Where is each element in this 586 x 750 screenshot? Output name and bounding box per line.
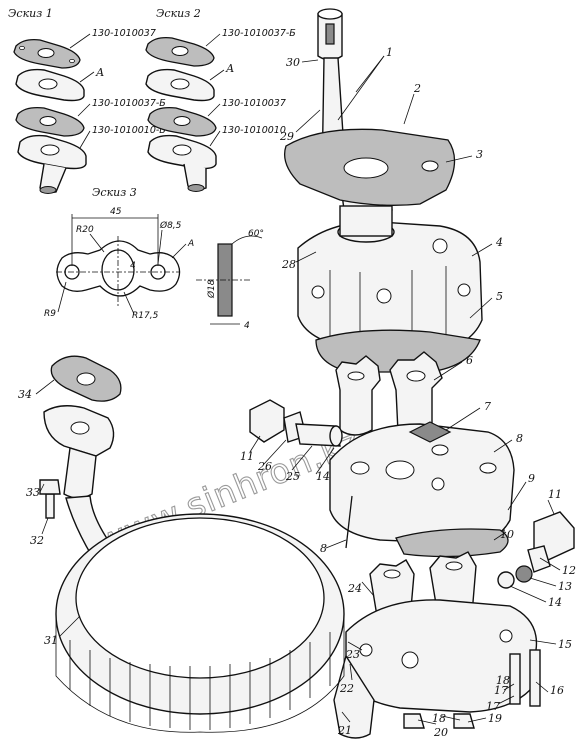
dim-angle: 60° <box>248 229 264 239</box>
flange-130-1010010-b <box>17 134 87 194</box>
dim-r175: R17,5 <box>132 311 159 321</box>
oil-receiver-screen-31 <box>55 513 345 733</box>
dim-thick: 4 <box>244 321 250 331</box>
label-s2-top: 130-1010037-Б <box>222 28 296 39</box>
callout-11-right: 11 <box>548 488 562 501</box>
label-s2-bot: 130-1010010 <box>222 125 286 136</box>
callout-13: 13 <box>558 580 572 593</box>
middle-housing-8 <box>329 423 515 545</box>
callout-18-a: 18 <box>496 674 510 687</box>
label-s2-a: А <box>225 62 234 75</box>
callout-15: 15 <box>558 638 572 651</box>
callout-8-pin: 8 <box>320 542 327 555</box>
callout-10: 10 <box>500 528 514 541</box>
callout-23: 23 <box>345 648 360 661</box>
callout-9: 9 <box>528 472 535 485</box>
sketch-3: Эскиз 3 45 R20 Ø8,5 А 4 R9 R17,5 60° Ø18… <box>44 186 264 331</box>
callout-6: 6 <box>466 354 473 367</box>
callout-5: 5 <box>496 290 503 303</box>
bottom-bolts <box>403 649 541 729</box>
callout-14-right: 14 <box>548 596 562 609</box>
callout-21: 21 <box>337 724 352 737</box>
callout-11-left: 11 <box>240 450 254 463</box>
callout-12: 12 <box>562 564 576 577</box>
callout-1: 1 <box>386 46 393 59</box>
callout-3: 3 <box>476 148 483 161</box>
plate-a-sketch-2 <box>145 68 215 102</box>
callout-7: 7 <box>484 400 491 413</box>
callout-19: 19 <box>488 712 502 725</box>
callout-22: 22 <box>339 682 354 695</box>
gasket-130-1010037-s2 <box>147 106 217 137</box>
callout-31: 31 <box>44 634 58 647</box>
dim-width: 45 <box>110 207 122 217</box>
flange-130-1010010 <box>147 134 217 192</box>
sketch-3-title: Эскиз 3 <box>92 186 137 199</box>
valve-assembly-left <box>249 399 343 447</box>
callout-numbers: 1 2 3 4 5 6 7 8 8 9 10 11 11 12 13 14 14… <box>18 46 576 739</box>
callout-17-b: 17 <box>486 700 500 713</box>
label-s1-bot: 130-1010010-Б <box>92 125 166 136</box>
sketch-2: Эскиз 2 130-1010037-Б А 130-1010037 130-… <box>145 7 296 192</box>
gasket-3 <box>283 128 456 206</box>
key-7 <box>408 421 452 443</box>
gasket-130-1010037-b-s2 <box>145 36 215 67</box>
dim-r9: R9 <box>44 309 56 319</box>
pin-8 <box>345 495 353 549</box>
dim-a: А <box>187 239 194 249</box>
gasket-5 <box>315 329 481 373</box>
dim-hole: Ø8,5 <box>159 220 182 231</box>
gasket-34 <box>50 355 122 402</box>
dim-r20: R20 <box>76 225 94 235</box>
upper-housing-4 <box>297 205 483 353</box>
dim-center: 4 <box>130 261 136 271</box>
gasket-130-1010037 <box>13 38 81 69</box>
sketch-1-title: Эскиз 1 <box>8 7 53 20</box>
callout-33: 33 <box>26 486 40 499</box>
sketch-1: Эскиз 1 130-1010037 А 130-1010037-Б 130-… <box>8 7 166 194</box>
leader-lines <box>35 55 561 725</box>
upper-gears-6 <box>335 351 443 438</box>
callout-18-b: 18 <box>432 712 446 725</box>
callout-26: 26 <box>257 460 272 473</box>
callout-32: 32 <box>30 534 44 547</box>
bolt-32 <box>39 479 61 519</box>
callout-17-a: 17 <box>494 684 508 697</box>
callout-2: 2 <box>413 82 421 95</box>
callout-25: 25 <box>285 470 300 483</box>
label-s1-mid: 130-1010037-Б <box>92 98 166 109</box>
label-s1-top: 130-1010037 <box>92 28 156 39</box>
callout-24: 24 <box>347 582 362 595</box>
sketch-2-title: Эскиз 2 <box>156 7 201 20</box>
callout-4: 4 <box>495 236 503 249</box>
label-s1-a: А <box>95 66 104 79</box>
callout-29: 29 <box>279 130 294 143</box>
valve-assembly-right <box>497 511 575 589</box>
label-s2-mid: 130-1010037 <box>222 98 286 109</box>
plate-a-sketch-1 <box>15 68 85 102</box>
callout-14-left: 14 <box>316 470 330 483</box>
callout-30: 30 <box>286 56 300 69</box>
gasket-130-1010037-b <box>15 106 85 137</box>
callout-34: 34 <box>18 388 32 401</box>
callout-20: 20 <box>433 726 448 739</box>
callout-16: 16 <box>550 684 564 697</box>
callout-28: 28 <box>281 258 296 271</box>
dim-d18: Ø18 <box>206 279 217 299</box>
callout-8-housing: 8 <box>516 432 523 445</box>
